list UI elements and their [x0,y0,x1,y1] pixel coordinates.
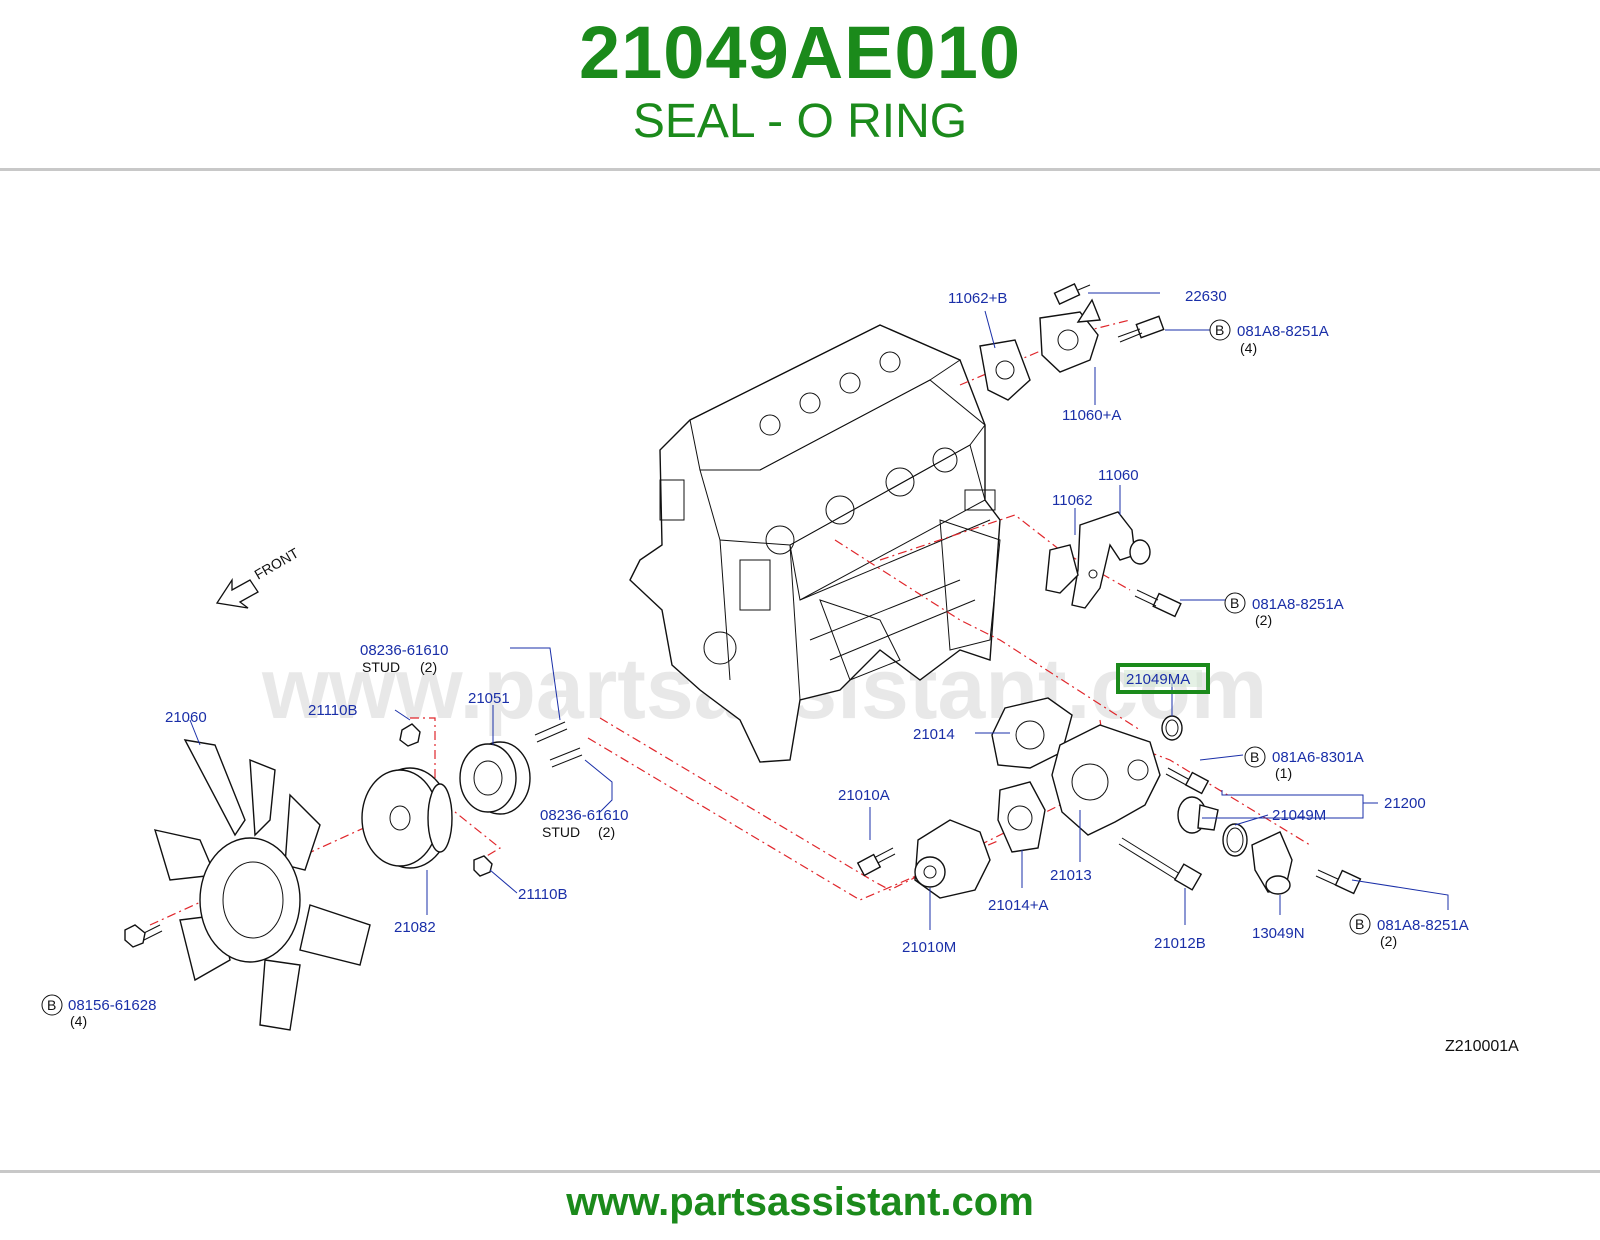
nut-21110b-top [399,723,421,747]
callout-labels: 22630 11062+B B 081A8-8251A (4) 11060+A … [41,288,1469,1029]
callout-08236-top[interactable]: 08236-61610 [360,642,448,659]
callout-081a6-qty: (1) [1275,765,1292,781]
callout-11062b[interactable]: 11062+B [948,290,1007,307]
callout-21014a[interactable]: 21014+A [988,897,1048,914]
bolt-marker-circle [1244,746,1266,768]
gasket-21014a [997,781,1046,853]
water-pump-21010m [914,819,991,899]
callout-081a8-mid[interactable]: 081A8-8251A [1252,596,1344,613]
bolt-21010a [856,847,896,877]
bolt-marker-circle [1209,319,1231,341]
water-outlet-11060 [1071,511,1151,609]
bolt-marker-circle [1224,592,1246,614]
callout-08236-bot[interactable]: 08236-61610 [540,807,628,824]
engine-block-illustration [629,324,1001,763]
footer-divider [0,1170,1600,1173]
callout-081a8-bot-qty: (2) [1380,933,1397,949]
bolt-marker-circle [41,994,63,1016]
gasket-11062 [1045,544,1079,594]
gasket-21014 [991,697,1073,769]
callout-stud-top: STUD [362,659,400,675]
bolt-081a8-bot [1315,869,1362,895]
nut-21110b-bot [473,855,493,877]
callout-081a8-bot[interactable]: 081A8-8251A [1377,917,1469,934]
callout-081a8-top-qty: (4) [1240,340,1257,356]
highlight-box-21049ma [1116,663,1210,694]
bolt-081a8-top [1117,315,1165,343]
callout-081a8-mid-qty: (2) [1255,612,1272,628]
callout-21014[interactable]: 21014 [913,726,955,743]
callout-21049ma[interactable]: 21049MA [1126,671,1190,688]
callout-08156-qty: (4) [70,1013,87,1029]
callout-stud-bot: STUD [542,824,580,840]
callout-11060a[interactable]: 11060+A [1062,407,1121,424]
part-number-title: 21049AE010 [578,11,1022,94]
callout-081a6[interactable]: 081A6-8301A [1272,749,1364,766]
o-ring-21049ma [1161,715,1183,741]
thermostat-housing-top [1039,298,1101,373]
bolt-marker: B [1215,322,1224,338]
cooling-fan-21060 [153,739,371,1031]
callout-08156[interactable]: 08156-61628 [68,997,156,1014]
fan-clutch-21082 [361,767,453,869]
o-ring-21049m [1222,823,1248,857]
inlet-13049n [1251,831,1293,895]
bolt-marker-circle [1349,913,1371,935]
stud-top [534,721,568,743]
callout-22630[interactable]: 22630 [1185,288,1227,305]
callout-21012b[interactable]: 21012B [1154,935,1206,952]
page-header: 21049AE010 SEAL - O RING [0,0,1600,168]
callout-11060[interactable]: 11060 [1098,467,1139,484]
footer-url-link[interactable]: www.partsassistant.com [566,1180,1034,1224]
front-label: FRONT [252,544,302,582]
callout-21082[interactable]: 21082 [394,919,436,936]
bolt-marker: B [1355,916,1364,932]
bolt-21012b [1118,837,1203,891]
idler-pulley-21051 [459,741,531,815]
bolt-08156 [124,924,163,948]
callout-21060[interactable]: 21060 [165,709,207,726]
callout-21013[interactable]: 21013 [1050,867,1092,884]
thermostat [1177,796,1219,834]
bolt-081a6 [1165,767,1210,795]
header-divider [0,168,1600,171]
bolt-marker: B [1230,595,1239,611]
part-description: SEAL - O RING [632,95,968,148]
callout-stud-bot-qty: (2) [598,824,615,840]
callout-stud-top-qty: (2) [420,659,437,675]
callout-21010m[interactable]: 21010M [902,939,956,956]
stud-bot [549,747,583,768]
figure-code: Z210001A [1445,1038,1519,1055]
callout-11062[interactable]: 11062 [1052,492,1093,509]
callout-21110b-bot[interactable]: 21110B [518,886,568,903]
bolt-marker: B [47,997,56,1013]
callout-leader-lines [189,292,1449,930]
bolt-marker: B [1250,749,1259,765]
callout-21051[interactable]: 21051 [468,690,510,707]
gasket-11062b [979,339,1031,401]
callout-081a8-top[interactable]: 081A8-8251A [1237,323,1329,340]
highlight-fill [1124,670,1202,687]
callout-13049n[interactable]: 13049N [1252,925,1305,942]
front-direction-arrow: FRONT [215,544,302,609]
bolt-081a8-mid [1134,589,1182,618]
callout-21049m[interactable]: 21049M [1272,807,1326,824]
callout-21200[interactable]: 21200 [1384,795,1426,812]
housing-21013 [1051,724,1161,836]
sensor-22630 [1053,282,1091,306]
callout-21110b-top[interactable]: 21110B [308,702,358,719]
callout-21010a[interactable]: 21010A [838,787,890,804]
